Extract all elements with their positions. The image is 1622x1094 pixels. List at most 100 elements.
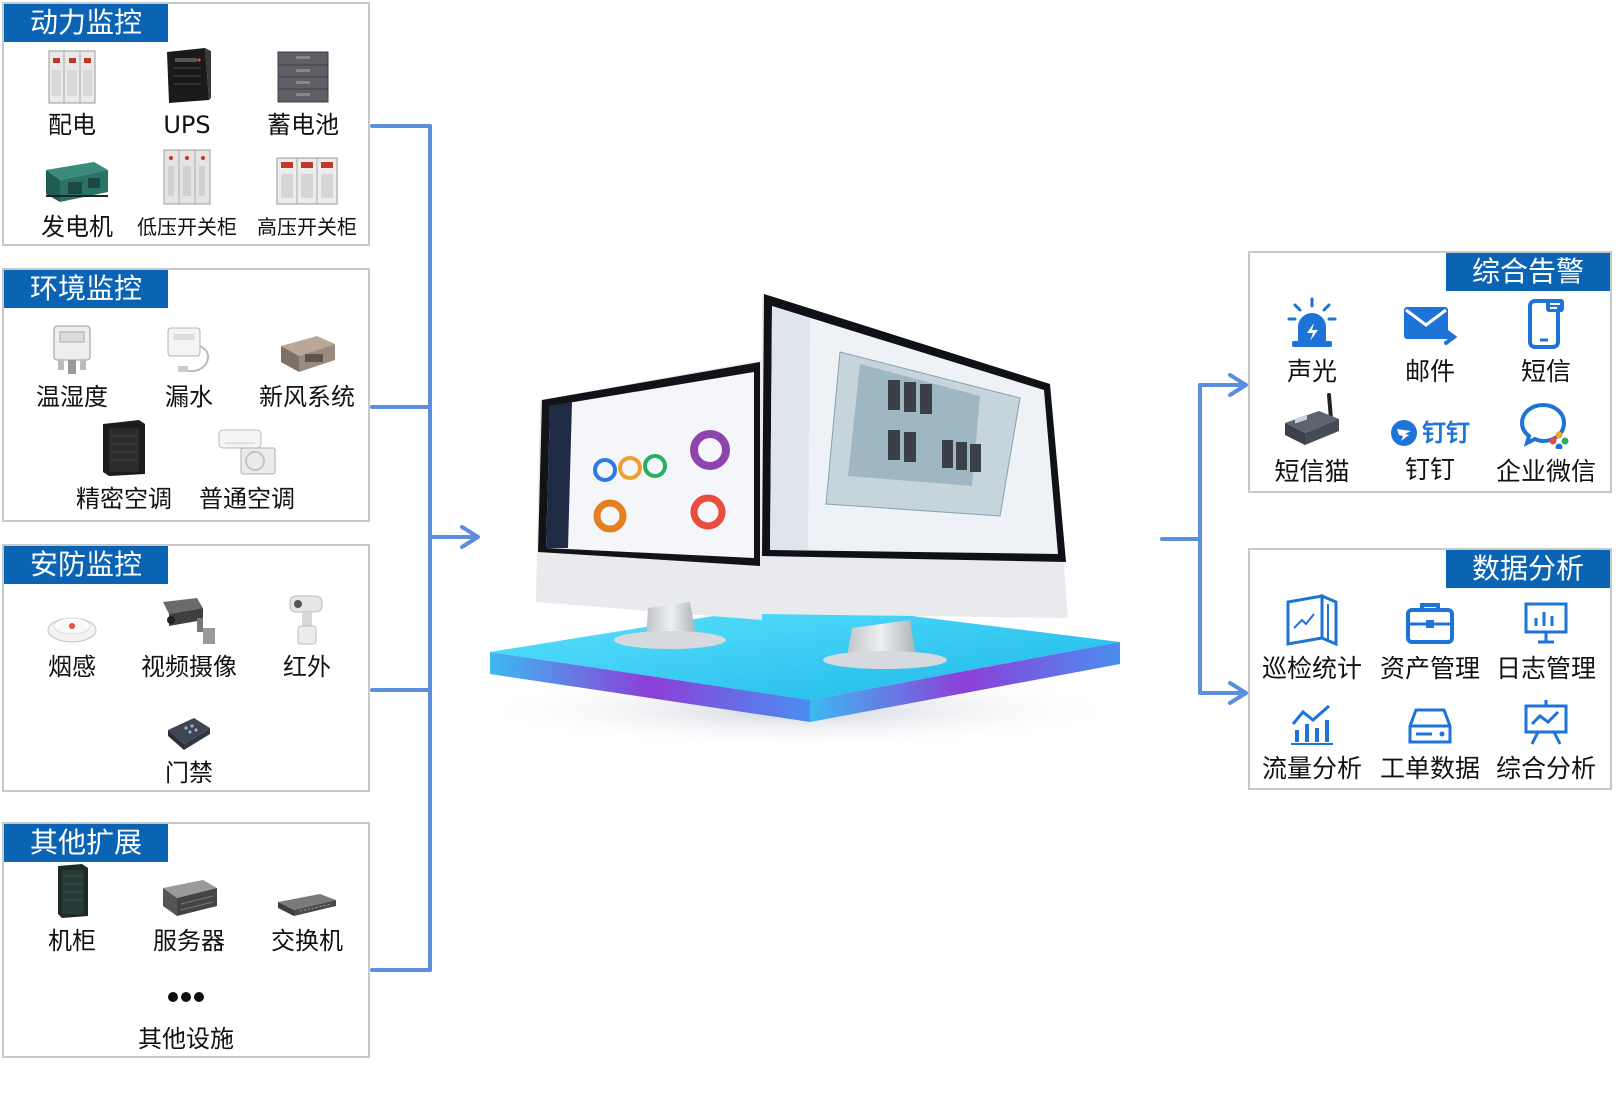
analysis-comprehensive: 综合分析 xyxy=(1487,688,1605,784)
alarm-label: 邮件 xyxy=(1404,357,1455,386)
log-board-icon xyxy=(1487,588,1605,646)
device-label: 精密空调 xyxy=(76,485,172,513)
alarm-mail: 邮件 xyxy=(1371,291,1489,387)
device-distribution: 配电 xyxy=(7,42,137,140)
device-label: 蓄电池 xyxy=(267,111,339,139)
analysis-traffic: 流量分析 xyxy=(1253,688,1371,784)
device-switch: 交换机 xyxy=(242,858,372,956)
siren-icon xyxy=(1253,291,1371,349)
device-split-ac: 普通空调 xyxy=(182,416,312,514)
panel-title: 安防监控 xyxy=(4,546,169,584)
environment-monitoring-panel: 环境监控 温湿度 漏水 新风系统 精密空调 普通空调 xyxy=(2,268,370,522)
water-leak-sensor-icon xyxy=(124,314,254,376)
device-ups: UPS xyxy=(122,42,252,140)
power-monitoring-panel: 动力监控 配电 UPS 蓄电池 发电机 低压开关柜 高压开关柜 xyxy=(2,2,370,246)
wecom-icon xyxy=(1487,391,1605,449)
security-monitoring-panel: 安防监控 烟感 视频摄像 红外 门禁 xyxy=(2,544,370,792)
device-high-voltage-switchgear: 高压开关柜 xyxy=(242,144,372,242)
device-label: 漏水 xyxy=(165,383,213,411)
alarm-label: 企业微信 xyxy=(1495,457,1596,486)
fresh-air-unit-icon xyxy=(242,314,372,376)
analysis-label: 工单数据 xyxy=(1379,754,1480,783)
analysis-log: 日志管理 xyxy=(1487,588,1605,684)
center-visual xyxy=(480,294,1130,750)
alarm-label: 钉钉 xyxy=(1404,455,1455,484)
device-fresh-air: 新风系统 xyxy=(242,314,372,412)
other-extension-panel: 其他扩展 机柜 服务器 交换机 其他设施 xyxy=(2,822,370,1058)
phone-sms-icon xyxy=(1487,291,1605,349)
smoke-detector-icon xyxy=(7,584,137,646)
battery-cabinet-icon xyxy=(238,42,368,104)
device-label: 其他设施 xyxy=(138,1025,234,1053)
distribution-cabinet-icon xyxy=(7,42,137,104)
temperature-humidity-sensor-icon xyxy=(7,314,137,376)
device-label: 视频摄像 xyxy=(141,653,237,681)
device-label: 烟感 xyxy=(48,653,96,681)
device-label: 服务器 xyxy=(153,927,225,955)
sms-modem-icon xyxy=(1253,391,1371,449)
dingtalk-icon: 钉钉 xyxy=(1371,391,1489,447)
alarm-sms: 短信 xyxy=(1487,291,1605,387)
device-access-control: 门禁 xyxy=(124,690,254,788)
alarm-wecom: 企业微信 xyxy=(1487,391,1605,487)
device-label: 高压开关柜 xyxy=(257,215,357,239)
device-precision-ac: 精密空调 xyxy=(59,416,189,514)
device-water-leak: 漏水 xyxy=(124,314,254,412)
3d-room-monitor xyxy=(760,294,1068,669)
generator-icon xyxy=(12,144,142,206)
integrated-alarm-panel: 综合告警 声光 邮件 短信 短信猫 钉钉 钉钉 xyxy=(1248,251,1612,493)
device-label: 机柜 xyxy=(48,927,96,955)
precision-ac-icon xyxy=(59,416,189,478)
high-voltage-switchgear-icon xyxy=(242,144,372,206)
device-temperature-humidity: 温湿度 xyxy=(7,314,137,412)
infrared-detector-icon xyxy=(242,584,372,646)
device-label: 门禁 xyxy=(165,759,213,787)
device-label: UPS xyxy=(163,111,211,139)
cctv-camera-icon xyxy=(124,584,254,646)
analysis-inspection: 巡检统计 xyxy=(1253,588,1371,684)
trend-board-icon xyxy=(1487,688,1605,746)
device-label: 低压开关柜 xyxy=(137,215,237,239)
device-generator: 发电机 xyxy=(12,144,142,242)
alarm-label: 短信猫 xyxy=(1274,457,1350,486)
analysis-ticket: 工单数据 xyxy=(1371,688,1489,784)
device-server: 服务器 xyxy=(124,858,254,956)
data-analysis-panel: 数据分析 巡检统计 资产管理 日志管理 流量分析 工单数据 综合分析 xyxy=(1248,548,1612,790)
glowing-platform xyxy=(480,602,1130,750)
ticket-icon xyxy=(1371,688,1489,746)
device-low-voltage-switchgear: 低压开关柜 xyxy=(122,144,252,242)
more-dots-icon xyxy=(121,964,251,1004)
panel-title: 动力监控 xyxy=(4,4,169,42)
switch-icon xyxy=(242,858,372,920)
analysis-label: 日志管理 xyxy=(1495,654,1596,683)
split-ac-icon xyxy=(182,416,312,478)
low-voltage-switchgear-icon xyxy=(122,144,252,206)
analysis-label: 流量分析 xyxy=(1261,754,1362,783)
access-control-icon xyxy=(124,690,254,752)
mail-icon xyxy=(1371,291,1489,349)
device-rack-cabinet: 机柜 xyxy=(7,858,137,956)
panel-title: 数据分析 xyxy=(1445,550,1610,588)
device-battery: 蓄电池 xyxy=(238,42,368,140)
inspection-icon xyxy=(1253,588,1371,646)
ups-tower-icon xyxy=(122,42,252,104)
rack-cabinet-icon xyxy=(7,858,137,920)
device-label: 交换机 xyxy=(271,927,343,955)
panel-title: 其他扩展 xyxy=(4,824,169,862)
analysis-label: 巡检统计 xyxy=(1261,654,1362,683)
analysis-label: 资产管理 xyxy=(1379,654,1480,683)
device-label: 发电机 xyxy=(41,213,113,241)
device-label: 普通空调 xyxy=(199,485,295,513)
analysis-asset: 资产管理 xyxy=(1371,588,1489,684)
device-other-facilities: 其他设施 xyxy=(121,964,251,1054)
server-icon xyxy=(124,858,254,920)
device-smoke-detector: 烟感 xyxy=(7,584,137,682)
device-cctv-camera: 视频摄像 xyxy=(124,584,254,682)
bar-chart-icon xyxy=(1253,688,1371,746)
alarm-dingtalk: 钉钉 钉钉 xyxy=(1371,391,1489,485)
alarm-siren: 声光 xyxy=(1253,291,1371,387)
device-label: 新风系统 xyxy=(259,383,355,411)
alarm-label: 短信 xyxy=(1520,357,1571,386)
panel-title: 环境监控 xyxy=(4,270,169,308)
